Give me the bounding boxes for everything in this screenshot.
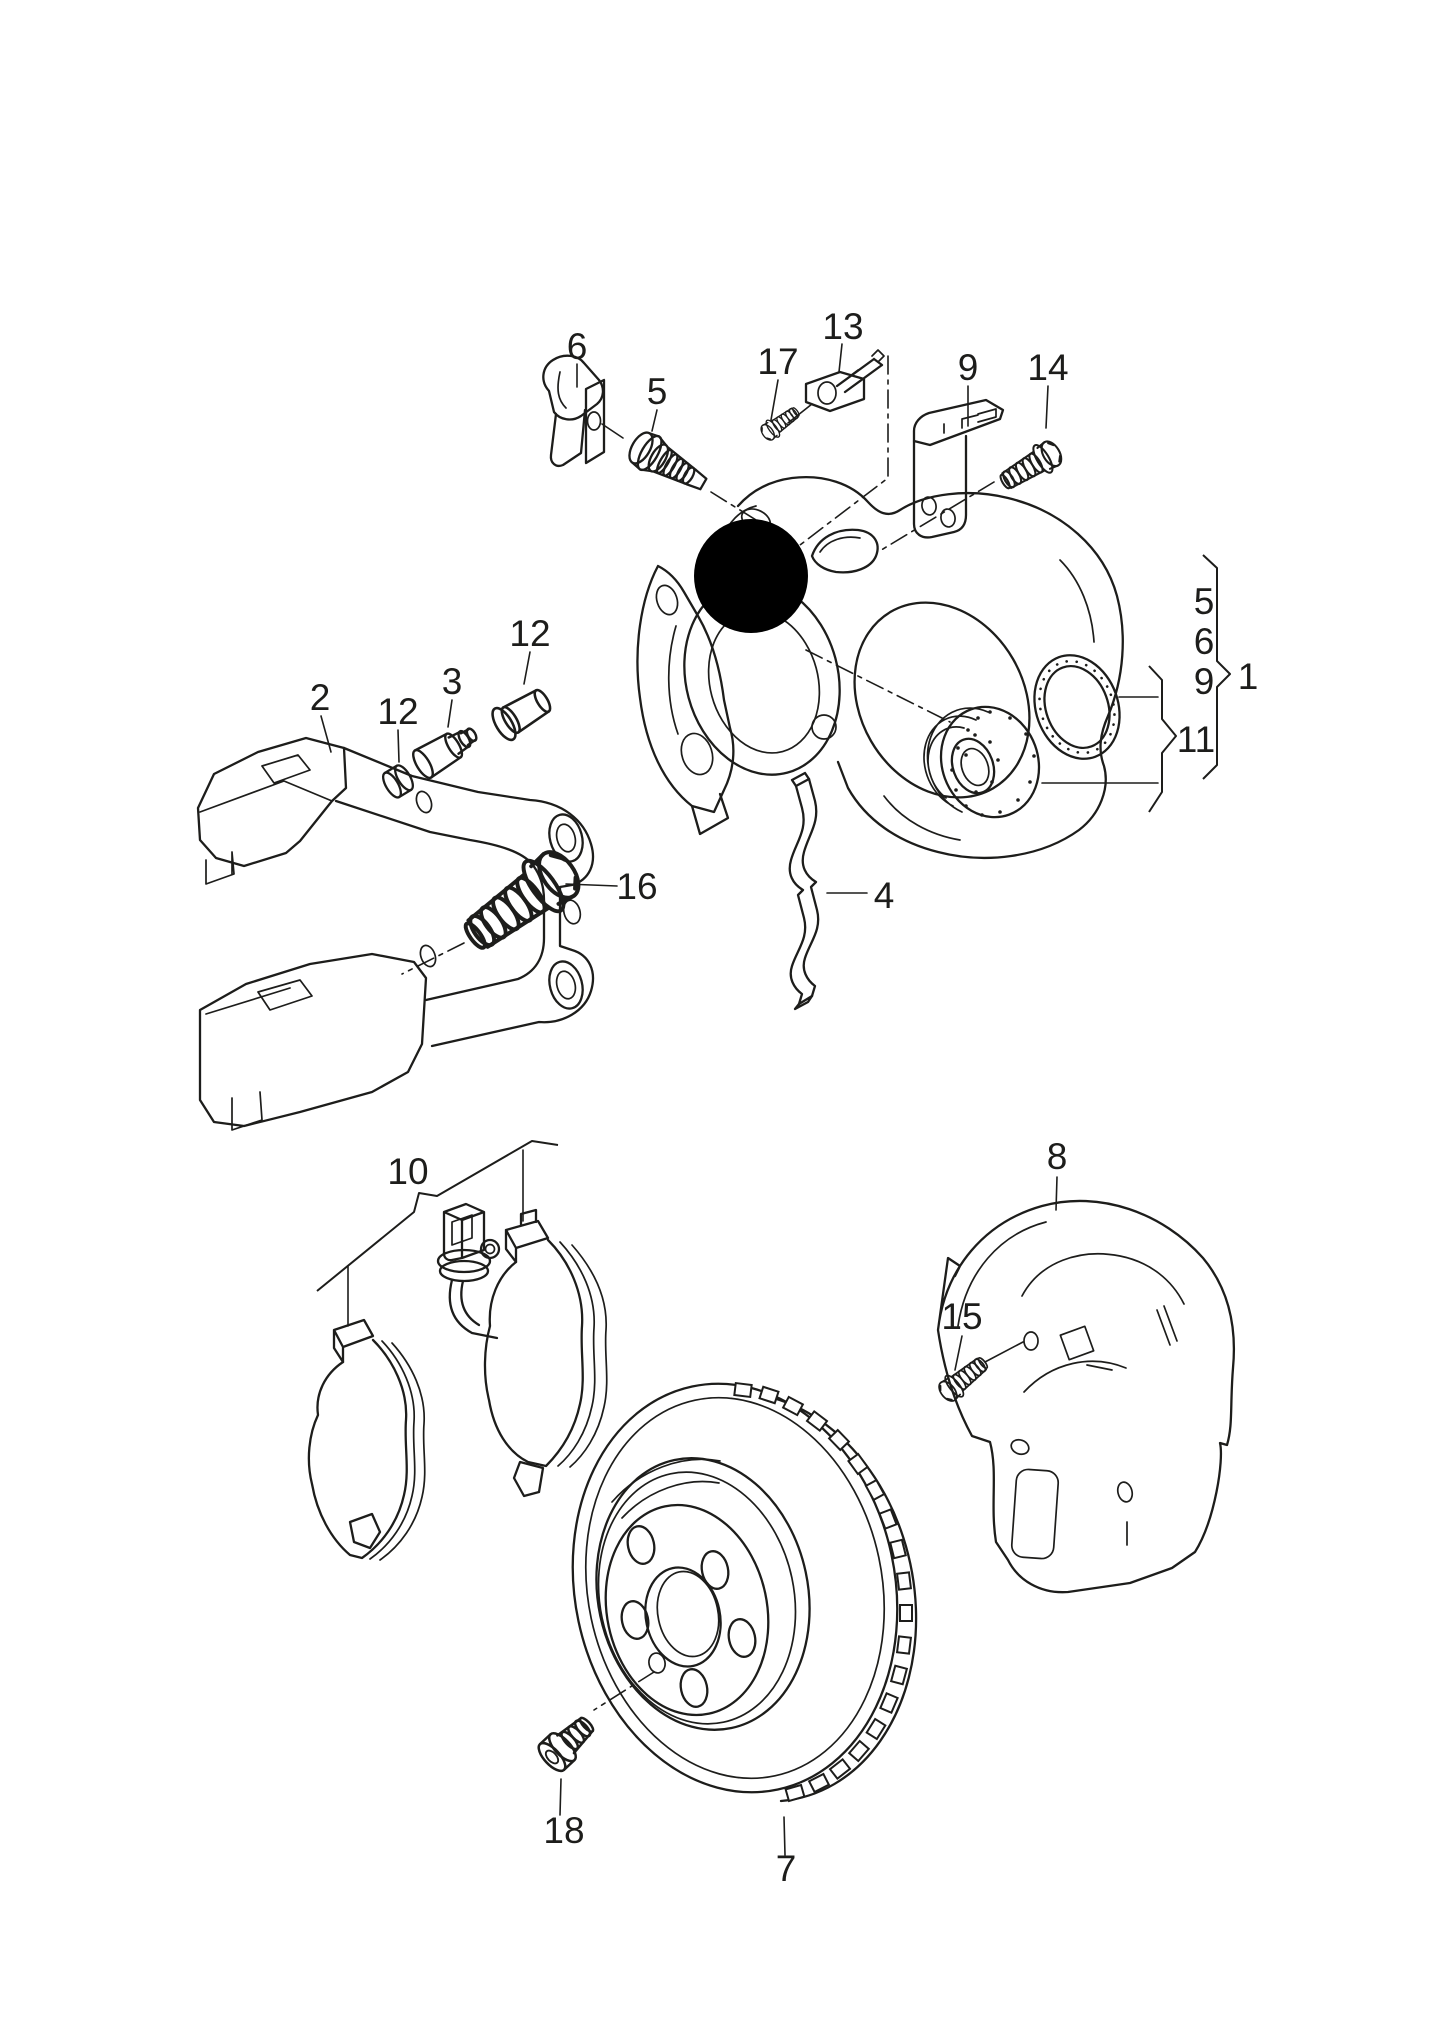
part-12-bushing-drawing bbox=[491, 688, 552, 742]
callout-6-group: 6 bbox=[1194, 621, 1215, 662]
callout-16: 16 bbox=[616, 866, 657, 907]
disc-vent-slots bbox=[733, 1381, 913, 1803]
part-13-clip-drawing bbox=[804, 349, 885, 413]
callout-8: 8 bbox=[1047, 1136, 1068, 1177]
redaction-dot bbox=[694, 519, 808, 633]
callout-5-top: 5 bbox=[647, 371, 668, 412]
callout-5-group: 5 bbox=[1194, 581, 1215, 622]
callout-14: 14 bbox=[1027, 347, 1068, 388]
callout-18: 18 bbox=[543, 1810, 584, 1851]
callout-10: 10 bbox=[387, 1151, 428, 1192]
part-10-pads-drawing bbox=[307, 1202, 608, 1561]
callout-7: 7 bbox=[776, 1848, 797, 1889]
part-11-boot-drawing bbox=[923, 705, 1041, 819]
callout-11: 11 bbox=[1177, 719, 1215, 760]
callout-2: 2 bbox=[310, 677, 331, 718]
part-6-cap-drawing bbox=[542, 354, 606, 467]
leader-lines bbox=[320, 343, 1159, 1856]
part-12-cap-drawing bbox=[381, 764, 415, 799]
part-4-spring-drawing bbox=[788, 771, 820, 1011]
callout-1: 1 bbox=[1238, 656, 1259, 697]
group-brackets bbox=[316, 554, 1231, 1292]
part-5-bleeder-drawing bbox=[628, 431, 708, 491]
callout-13: 13 bbox=[822, 306, 863, 347]
callout-15: 15 bbox=[941, 1296, 982, 1337]
part-7-disc-drawing bbox=[571, 1381, 918, 1803]
part-18-bolt-drawing bbox=[537, 1716, 595, 1773]
callout-12-b: 12 bbox=[509, 613, 550, 654]
callout-4: 4 bbox=[874, 875, 895, 916]
callout-12-a: 12 bbox=[377, 691, 418, 732]
part-3-guide-pin-drawing bbox=[412, 727, 478, 780]
callout-9-group: 9 bbox=[1194, 661, 1215, 702]
callout-3: 3 bbox=[442, 661, 463, 702]
part-2-carrier-drawing bbox=[196, 736, 595, 1131]
callout-6-top: 6 bbox=[567, 326, 588, 367]
part-11-gasket-drawing bbox=[1033, 654, 1121, 760]
part-8-shield-drawing bbox=[936, 1199, 1236, 1594]
callout-labels: 6 5 17 13 9 14 2 12 3 12 16 4 5 6 9 1 11… bbox=[310, 306, 1259, 1889]
callout-17: 17 bbox=[757, 341, 798, 382]
callout-9-top: 9 bbox=[958, 347, 979, 388]
boot-texture-dots bbox=[950, 710, 1036, 817]
assembly-axis-lines bbox=[401, 355, 995, 1711]
